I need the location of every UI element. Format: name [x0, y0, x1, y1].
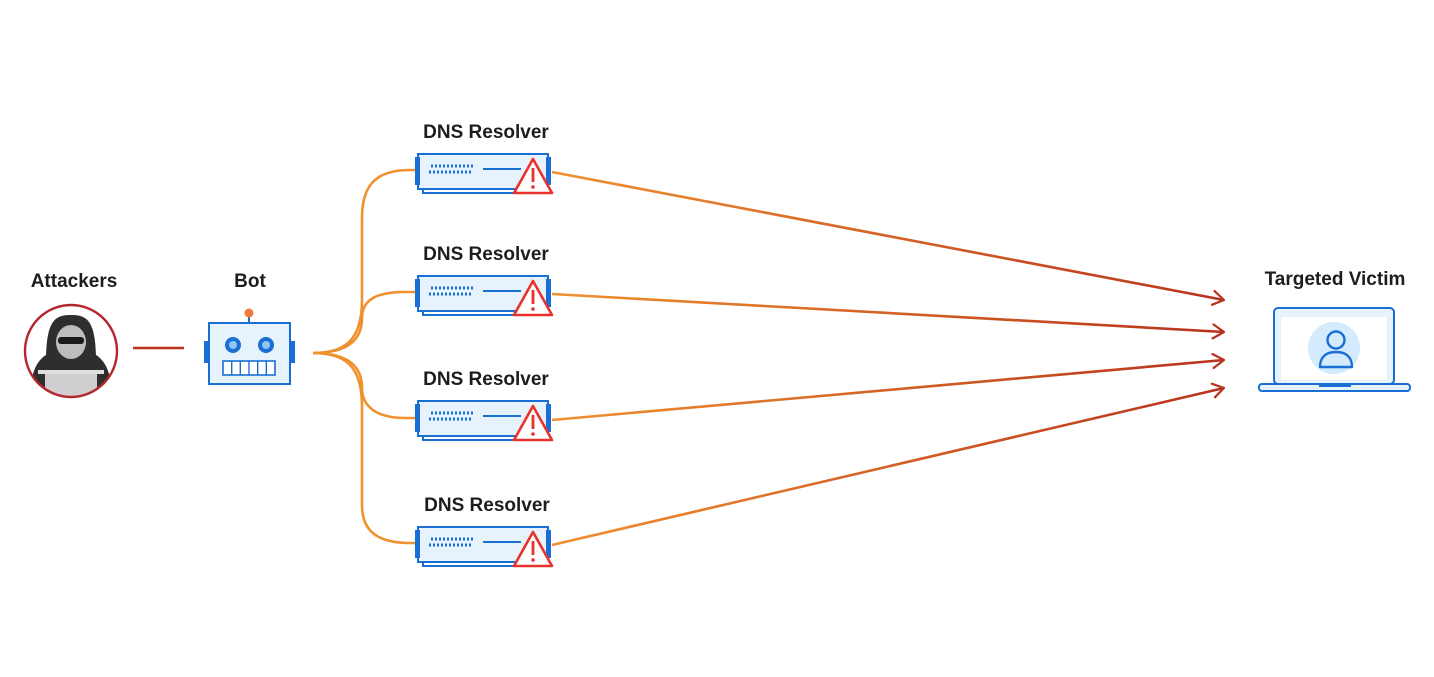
hooded-hacker-icon [23, 303, 119, 399]
bot-label: Bot [234, 271, 266, 292]
laptop-user-icon [1258, 307, 1411, 392]
dns-resolver-label: DNS Resolver [424, 495, 550, 516]
dns-resolver-label: DNS Resolver [423, 122, 549, 143]
resolver-to-victim-arrows [551, 170, 1224, 547]
bot-to-resolvers-links [312, 168, 418, 545]
dns-resolver-label: DNS Resolver [423, 244, 549, 265]
server-warning-icon [413, 525, 554, 568]
server-warning-icon [413, 152, 554, 195]
targeted-victim-label: Targeted Victim [1265, 269, 1406, 290]
server-warning-icon [413, 274, 554, 317]
robot-icon [204, 308, 295, 385]
dns-resolver-label: DNS Resolver [423, 369, 549, 390]
attackers-label: Attackers [31, 271, 118, 292]
server-warning-icon [413, 399, 554, 442]
